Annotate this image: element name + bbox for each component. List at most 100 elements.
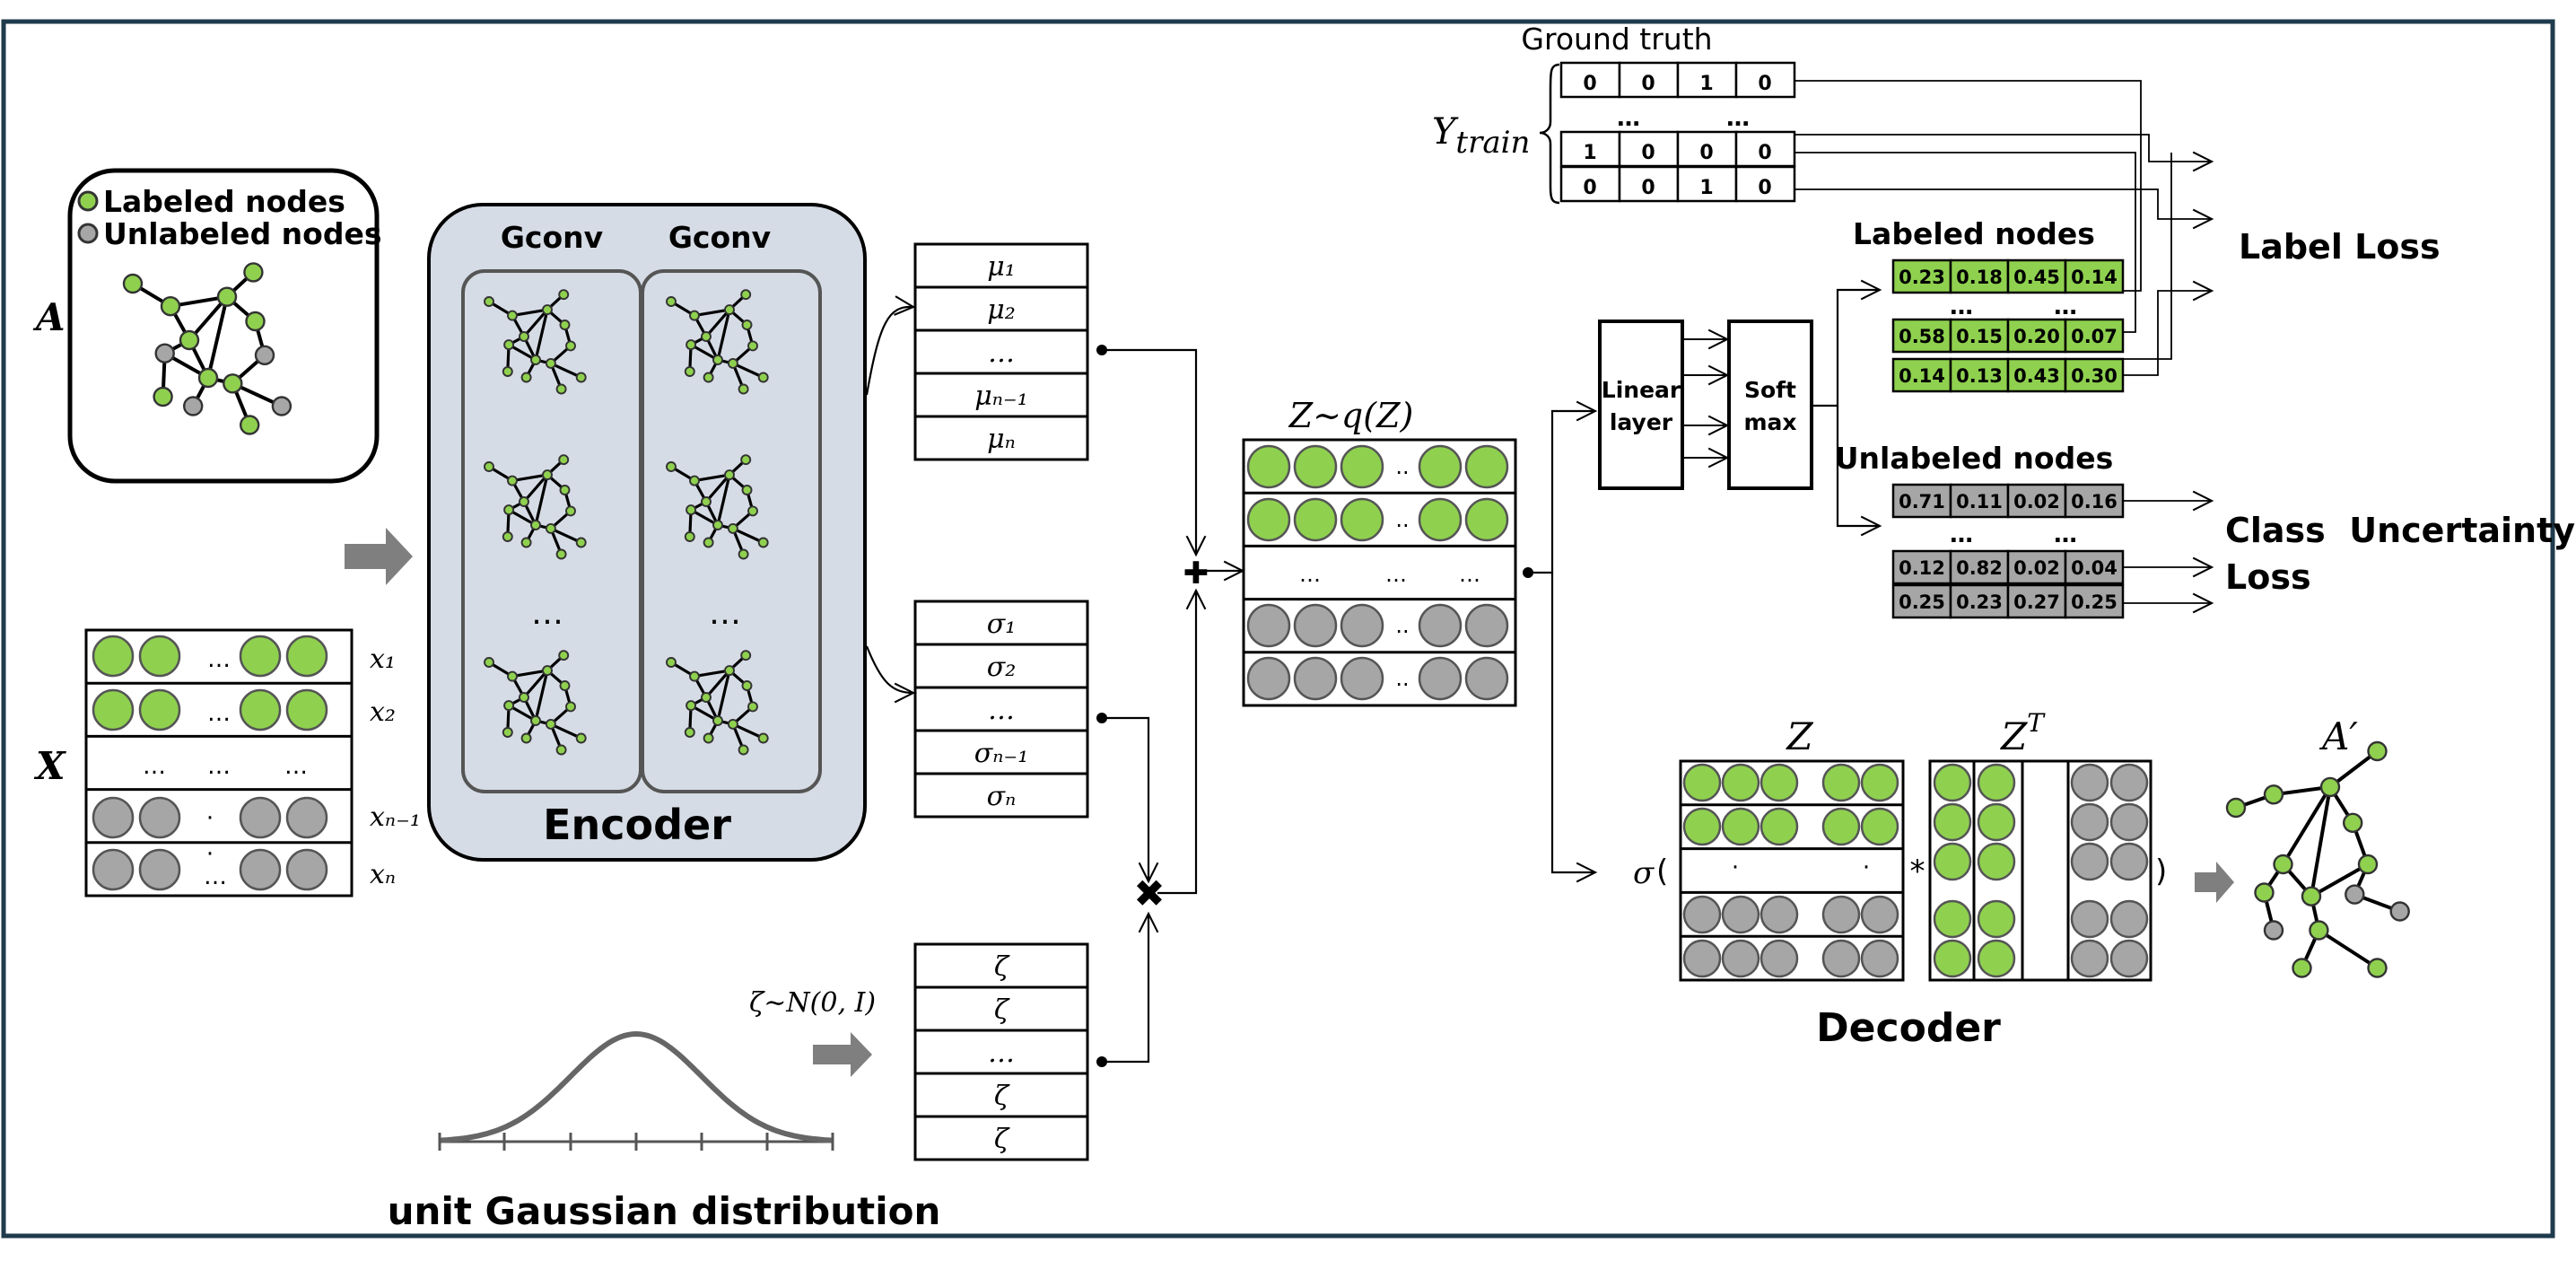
encoder-graph-edge: [732, 362, 764, 379]
feature-row-label: x₂: [370, 696, 396, 728]
decoder-ZT-node: [2070, 802, 2109, 842]
A-prime-label: A′: [2318, 714, 2358, 758]
encoder-to-mu-arrow: [865, 295, 916, 396]
legend-labeled-text: Labeled nodes: [103, 184, 345, 219]
encoder-graph-edge: [511, 308, 548, 318]
zeta-input-arrow-icon: [813, 1032, 872, 1077]
decoder-ZT-node: [2109, 763, 2149, 802]
encoder-graph-node: [559, 320, 571, 330]
feature-dots: …: [204, 863, 227, 890]
decoder-Z-node: [1821, 807, 1861, 846]
encoder-graph-node: [685, 700, 697, 712]
encoder-graph-node: [530, 520, 541, 530]
labeled_probs-cell: [2006, 318, 2067, 354]
encoder-graph-edge: [550, 527, 582, 544]
encoder-graph-node: [519, 496, 529, 507]
reconstructed-graph-edge: [2310, 863, 2369, 898]
uncertainty-loss-line1: Class Uncertainty: [2225, 511, 2575, 550]
feature-node: [92, 688, 135, 731]
ytrain-label: Ytrain: [1432, 111, 1530, 161]
decoder-ZT-node: [2109, 939, 2149, 978]
decoder-ZT-node: [1933, 802, 1972, 842]
input-graph-edge: [206, 296, 229, 379]
unlabeled_probs-cell: [1891, 483, 1952, 519]
labeled_probs-cell: [2064, 318, 2125, 354]
decoder-ZT-node: [1977, 802, 2016, 842]
feature-node: [138, 848, 181, 891]
latent-node: [1293, 656, 1338, 701]
encoder-graph-edge: [550, 722, 582, 740]
unlabeled_probs-value: 0.82: [1956, 557, 2003, 579]
mu-label: μₙ₋₁: [974, 381, 1028, 412]
labeled_probs-cell: [2006, 357, 2067, 393]
outer-frame: [1, 19, 2555, 1239]
labeled_probs-value: 0.07: [2071, 326, 2118, 347]
gt-cell: [1618, 61, 1680, 99]
encoder-graph-node: [685, 504, 697, 516]
encoder-graph-node: [666, 296, 677, 307]
mu-cell: [913, 242, 1089, 289]
decoder-Z-node: [1860, 939, 1899, 978]
gt-value: 0: [1583, 73, 1596, 95]
gt-dots: …: [1726, 105, 1750, 132]
unlabeled_probs-value: 0.27: [2013, 591, 2060, 613]
input-graph-node: [154, 343, 175, 363]
unlabeled_probs-value: 0.71: [1899, 491, 1945, 512]
mu-label: μ₁: [987, 251, 1016, 283]
times-to-plus-line: [1157, 588, 1207, 895]
encoder-graph-node: [565, 505, 576, 517]
feature-dot: ·: [206, 841, 214, 868]
decoder-Z-node: [1860, 807, 1899, 846]
decoder-Z-node: [1760, 763, 1799, 802]
feature-node: [239, 796, 282, 839]
gt-cell: [1559, 61, 1621, 99]
encoder-graph-node: [740, 289, 752, 301]
decoder-Z-node: [1821, 763, 1861, 802]
gt-cell: [1734, 165, 1796, 203]
zeta-cell: [913, 1072, 1089, 1118]
decoder-ZT-node: [1977, 939, 2016, 978]
input-graph-node: [240, 415, 260, 435]
feature-dot: ·: [206, 805, 214, 832]
decoder-ZT-dot: ·: [2019, 798, 2026, 825]
latent-title: Z∼q(Z): [1288, 396, 1414, 435]
sigma-label: σₙ: [987, 781, 1017, 812]
latent-node: [1418, 497, 1463, 542]
encoder-graph-node: [712, 520, 723, 530]
encoder-graph-node: [724, 665, 735, 677]
gt-cell: [1618, 165, 1680, 203]
decoder-Z-dot: ·: [1863, 854, 1870, 881]
feature-node: [239, 688, 282, 731]
zeta-label: …: [988, 1038, 1015, 1069]
legend-labeled-dot: [77, 190, 99, 212]
encoder-graph-node: [747, 505, 758, 517]
encoder-graph-node: [530, 355, 541, 365]
unlabeled_probs-value: 0.25: [1899, 591, 1945, 613]
feature-node: [138, 796, 181, 839]
latent-node: [1246, 497, 1291, 542]
uncertainty-loss-connectors: [2123, 490, 2214, 614]
feature-node: [239, 635, 282, 678]
encoder-graph-node: [727, 357, 738, 369]
feature-node: [92, 635, 135, 678]
gt-dots: …: [1617, 105, 1640, 132]
unlabeled-probs-dots: …: [2054, 521, 2077, 548]
zeta-to-times-line: [1102, 911, 1159, 1064]
labeled_probs-value: 0.58: [1899, 326, 1945, 347]
reconstructed-graph-node: [2301, 886, 2322, 906]
decoder-Z-node: [1682, 939, 1722, 978]
latent-node: [1418, 656, 1463, 701]
encoder-graph-edge: [534, 309, 549, 361]
input-graph-node: [271, 396, 293, 416]
ground-truth-title: Ground truth: [1521, 22, 1712, 57]
encoder-graph-node: [740, 454, 752, 466]
reconstructed-graph-node: [2342, 812, 2363, 833]
labeled-probs-dots: …: [2054, 293, 2077, 320]
encoder-graph-node: [484, 461, 494, 472]
latent-node: [1293, 497, 1338, 542]
gt-value: 0: [1583, 177, 1596, 199]
reconstructed-graph-node: [2263, 920, 2284, 941]
